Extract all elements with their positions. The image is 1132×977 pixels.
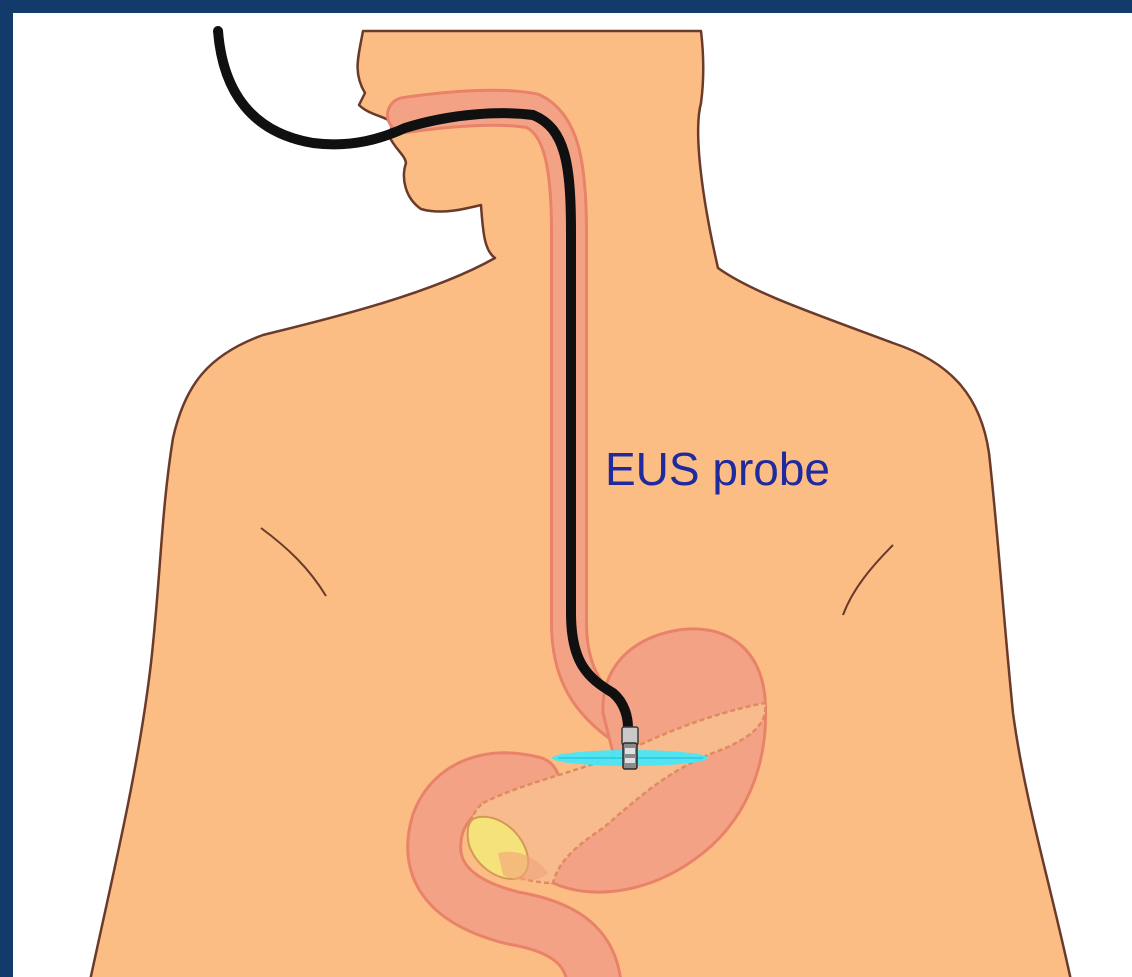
eus-probe-label: EUS probe — [605, 443, 830, 495]
probe-tip — [622, 727, 638, 769]
anatomy-diagram: EUS probe — [13, 13, 1132, 977]
